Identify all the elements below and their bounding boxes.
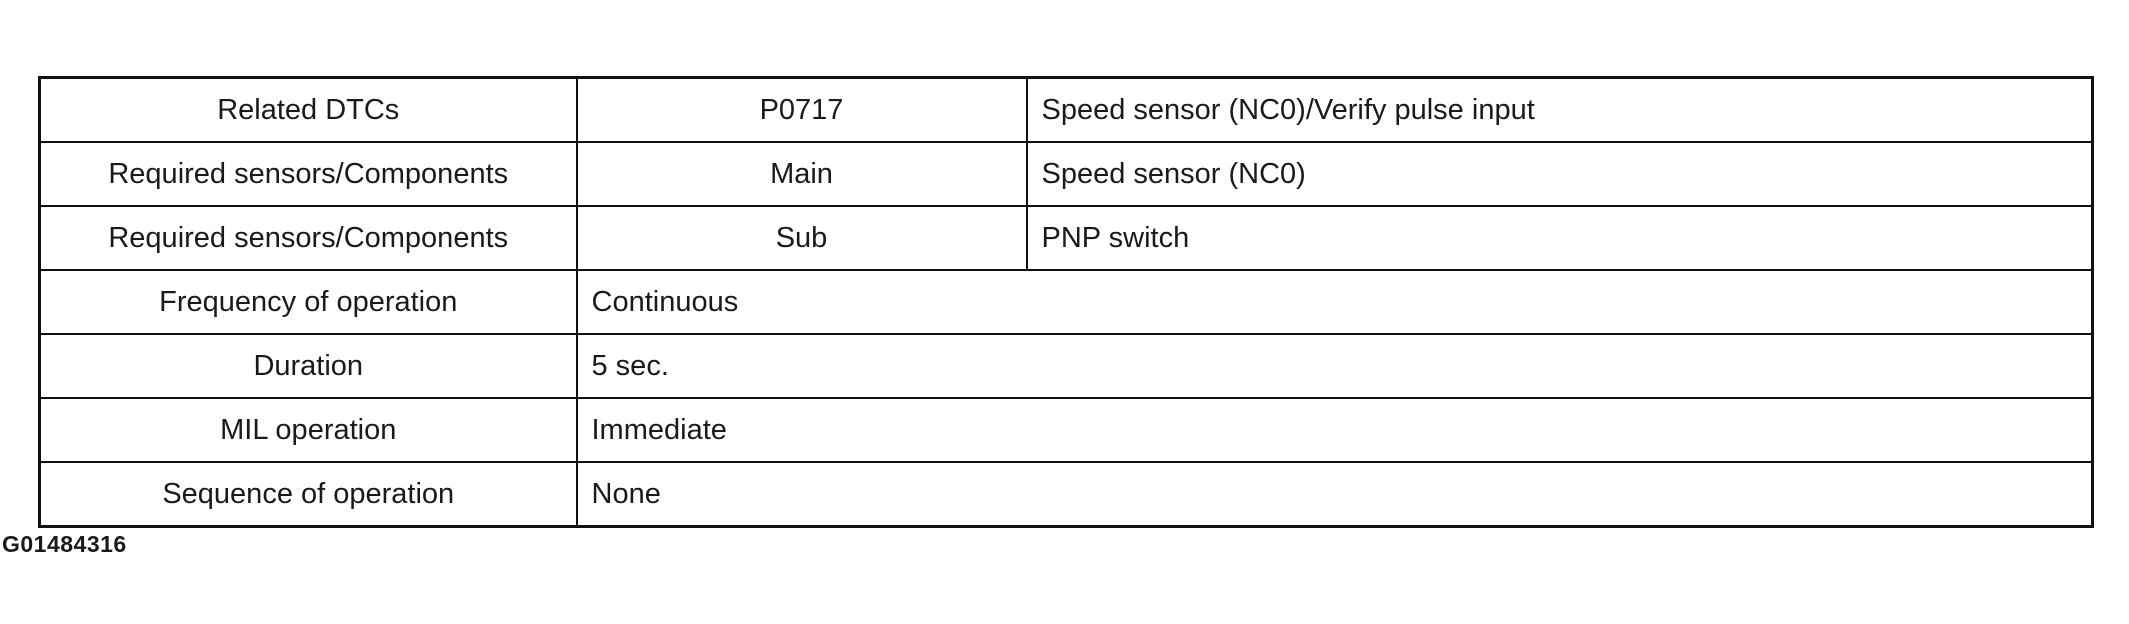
table-row-required-main: Required sensors/Components Main Speed s… bbox=[38, 141, 2094, 207]
dtc-code: P0717 bbox=[575, 76, 1028, 143]
table-row-sequence: Sequence of operation None bbox=[38, 461, 2094, 528]
component-type: Main bbox=[575, 141, 1028, 207]
row-label: Required sensors/Components bbox=[38, 141, 578, 207]
row-label: Sequence of operation bbox=[38, 461, 578, 528]
figure-id: G01484316 bbox=[2, 531, 127, 557]
row-label: Related DTCs bbox=[38, 76, 578, 143]
table-row-mil-operation: MIL operation Immediate bbox=[38, 397, 2094, 463]
row-label: Duration bbox=[38, 333, 578, 399]
component-type: Sub bbox=[575, 205, 1028, 271]
row-value: Continuous bbox=[575, 269, 2094, 335]
row-value: 5 sec. bbox=[575, 333, 2094, 399]
row-label: Required sensors/Components bbox=[38, 205, 578, 271]
component-description: PNP switch bbox=[1025, 205, 2094, 271]
row-label: Frequency of operation bbox=[38, 269, 578, 335]
table-row-required-sub: Required sensors/Components Sub PNP swit… bbox=[38, 205, 2094, 271]
table-row-related-dtcs: Related DTCs P0717 Speed sensor (NC0)/Ve… bbox=[38, 76, 2094, 143]
dtc-description: Speed sensor (NC0)/Verify pulse input bbox=[1025, 76, 2094, 143]
row-value: Immediate bbox=[575, 397, 2094, 463]
table-row-duration: Duration 5 sec. bbox=[38, 333, 2094, 399]
row-label: MIL operation bbox=[38, 397, 578, 463]
table-row-frequency: Frequency of operation Continuous bbox=[38, 269, 2094, 335]
row-value: None bbox=[575, 461, 2094, 528]
component-description: Speed sensor (NC0) bbox=[1025, 141, 2094, 207]
dtc-spec-table: Related DTCs P0717 Speed sensor (NC0)/Ve… bbox=[38, 76, 2094, 528]
